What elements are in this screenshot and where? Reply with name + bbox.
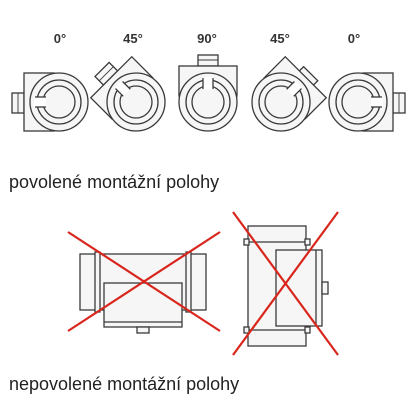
angle-label-45-left: 45°: [123, 31, 143, 46]
fitting-0-right: [328, 72, 406, 132]
fitting-45-right: [251, 55, 328, 132]
fitting-45-left: [89, 55, 166, 132]
forbidden-positions-caption: nepovolené montážní polohy: [9, 374, 240, 394]
angle-label-0-right: 0°: [347, 31, 361, 46]
angle-label-90: 90°: [197, 31, 217, 46]
forbidden-fitting-vertical: [232, 211, 339, 356]
allowed-positions-caption: povolené montážní polohy: [9, 172, 220, 192]
fitting-0-left: [11, 72, 89, 132]
forbidden-fitting-horizontal: [67, 231, 221, 334]
fitting-90: [178, 54, 238, 132]
angle-label-45-right: 45°: [270, 31, 290, 46]
angle-label-0-left: 0°: [53, 31, 67, 46]
